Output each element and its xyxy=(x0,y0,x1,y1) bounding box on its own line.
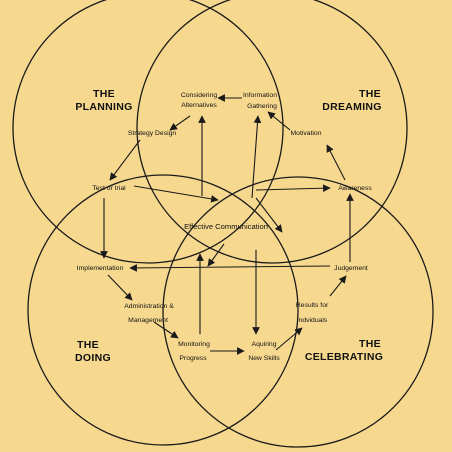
arrow-strategy-to-test xyxy=(109,139,141,181)
test-or-trial-label: Test or trial xyxy=(92,185,126,192)
administration-label-line1: Administration & xyxy=(124,303,174,310)
center-label: Effective Communication xyxy=(184,222,268,231)
arrow-considering-to-strategy xyxy=(169,115,191,131)
arrow-awareness-to-motivation xyxy=(326,144,346,181)
information-label-line1: Information xyxy=(243,92,277,99)
monitoring-label-line2: Progress xyxy=(179,355,207,362)
planning-circle xyxy=(12,0,284,264)
arrow-center-up-to-information xyxy=(251,115,262,199)
doing-title-line2: DOING xyxy=(75,352,111,364)
judgement-label: Judgement xyxy=(334,265,368,272)
planning-title-line1: THE xyxy=(93,88,115,100)
cycle-arrows xyxy=(100,94,354,355)
dreaming-title-line1: THE xyxy=(359,88,381,100)
planning-title-line2: PLANNING xyxy=(75,101,132,113)
acquiring-label-line1: Aquiring xyxy=(252,341,277,348)
celebrating-circle xyxy=(162,176,434,448)
arrow-center-diag-2 xyxy=(207,243,225,267)
doing-title-line1: THE xyxy=(77,339,99,351)
implementation-label: Implementation xyxy=(77,265,124,272)
arrow-test-to-center xyxy=(133,185,219,203)
arrow-judgement-to-implementation xyxy=(129,264,331,272)
arrow-results-to-judgement xyxy=(329,275,347,297)
arrow-implementation-to-administration xyxy=(107,274,133,301)
administration-label-line2: Management xyxy=(128,317,168,324)
arrow-administration-to-monitoring xyxy=(153,321,179,339)
acquiring-label-line2: New Skills xyxy=(248,355,280,362)
arrow-motivation-to-information xyxy=(267,111,291,131)
monitoring-label-line1: Monitoring xyxy=(178,341,210,348)
dreaming-title-line2: DREAMING xyxy=(322,101,382,113)
arrow-center-to-awareness xyxy=(255,184,331,193)
dreaming-circle xyxy=(136,0,408,264)
considering-label-line1: Considering xyxy=(181,92,217,99)
celebrating-title-line2: CELEBRATING xyxy=(305,351,383,363)
results-label-line2: Indviduals xyxy=(297,317,328,324)
arrow-center-diag-1 xyxy=(255,197,283,233)
information-label-line2: Gathering xyxy=(247,103,277,110)
results-label-line1: Results for xyxy=(296,302,329,309)
strategy-design-label: Strategy Design xyxy=(128,130,177,137)
awareness-label: Awareness xyxy=(338,185,372,192)
doing-circle xyxy=(27,174,299,446)
celebrating-title-line1: THE xyxy=(359,338,381,350)
considering-label-line2: Alternatives xyxy=(181,102,217,109)
motivation-label: Motivation xyxy=(291,130,322,137)
arrow-acquiring-to-results xyxy=(275,327,303,351)
